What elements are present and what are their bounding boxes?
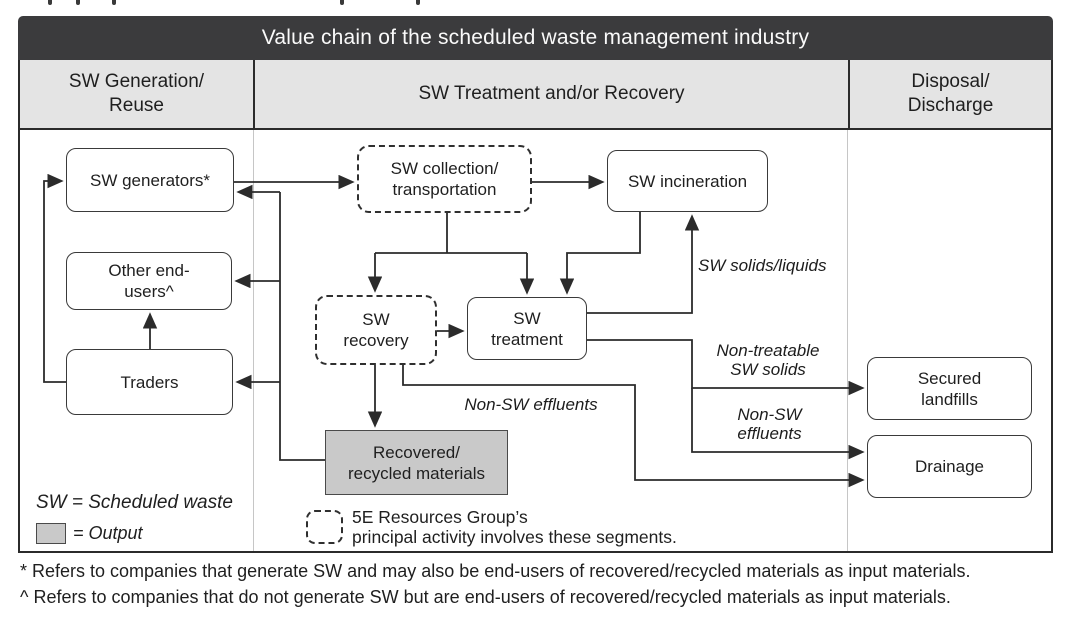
legend-dashed-note: 5E Resources Group’s principal activity … (352, 507, 677, 547)
node-sw-incineration: SW incineration (607, 150, 768, 212)
node-sw-collection-transportation: SW collection/ transportation (357, 145, 532, 213)
footnote-caret: ^ Refers to companies that do not genera… (20, 587, 951, 607)
label-non-sw-effluents-treatment: Non-SW effluents (737, 405, 802, 443)
cropped-text-artifact (340, 0, 344, 5)
label-non-sw-effluents-recovery: Non-SW effluents (464, 395, 598, 414)
node-secured-landfills: Secured landfills (867, 357, 1032, 420)
footnote-asterisk: * Refers to companies that generate SW a… (20, 561, 971, 581)
diagram-body-frame (18, 130, 1053, 553)
diagram-title: Value chain of the scheduled waste manag… (18, 16, 1053, 60)
cropped-text-artifact (416, 0, 420, 5)
column-headers: SW Generation/ Reuse SW Treatment and/or… (18, 60, 1053, 130)
column-divider-left (253, 130, 254, 551)
column-divider-right (847, 130, 848, 551)
legend-sw-definition: SW = Scheduled waste (36, 492, 233, 513)
dashed-box-icon (306, 510, 343, 544)
node-sw-generators: SW generators* (66, 148, 234, 212)
node-sw-recovery: SW recovery (315, 295, 437, 365)
node-other-end-users: Other end- users^ (66, 252, 232, 310)
footnotes: * Refers to companies that generate SW a… (20, 558, 1060, 610)
cropped-text-artifact (112, 0, 116, 5)
node-sw-treatment: SW treatment (467, 297, 587, 360)
header-sw-generation-reuse: SW Generation/ Reuse (18, 60, 253, 130)
legend-output-label: = Output (73, 523, 143, 543)
label-non-treatable-sw-solids: Non-treatable SW solids (716, 341, 820, 379)
node-recovered-recycled-materials: Recovered/ recycled materials (325, 430, 508, 495)
node-drainage: Drainage (867, 435, 1032, 498)
header-sw-treatment-recovery: SW Treatment and/or Recovery (253, 60, 848, 130)
legend-output-row: = Output (36, 523, 143, 544)
header-disposal-discharge: Disposal/ Discharge (848, 60, 1053, 130)
output-swatch-icon (36, 523, 66, 544)
legend-dashed-row: 5E Resources Group’s principal activity … (306, 507, 677, 547)
cropped-text-artifact (76, 0, 80, 5)
label-sw-solids-liquids: SW solids/liquids (698, 256, 827, 275)
node-traders: Traders (66, 349, 233, 415)
cropped-text-artifact (48, 0, 52, 5)
